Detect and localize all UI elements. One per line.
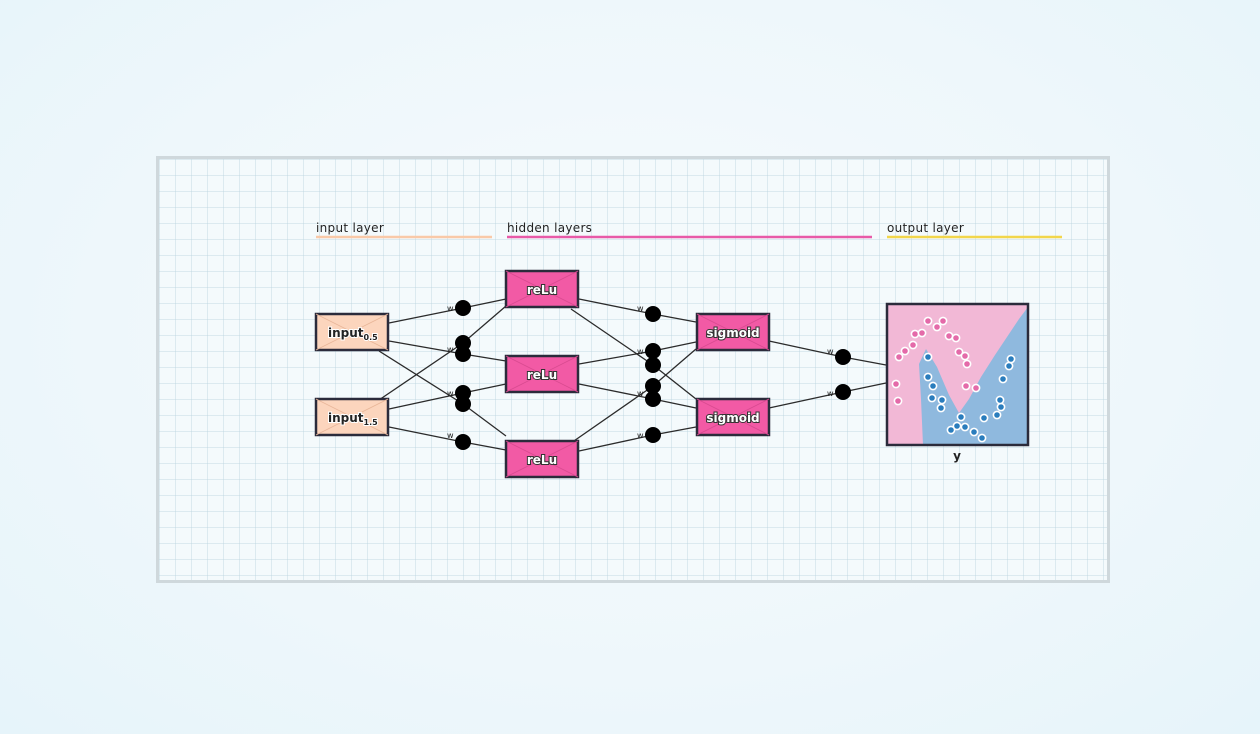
blue-data-point [956, 412, 966, 422]
weight-label: w [447, 431, 454, 440]
pink-data-point [893, 396, 903, 406]
sigmoid-label: sigmoid [706, 411, 759, 425]
relu-label: reLu [527, 368, 557, 382]
weight-dots [455, 300, 851, 450]
connections [378, 298, 887, 452]
weight-node [455, 300, 471, 316]
sigmoid-label: sigmoid [706, 326, 759, 340]
layer-header-hidden: hidden layers [507, 221, 872, 239]
pink-data-point [900, 346, 910, 356]
weight-label: w [637, 431, 644, 440]
weight-node [835, 384, 851, 400]
pink-data-point [894, 352, 904, 362]
output-plot-frame [885, 302, 1030, 447]
weight-label: w [447, 389, 454, 398]
blue-data-point [923, 352, 933, 362]
diagram-panel: input layer hidden layers output layer w… [156, 156, 1110, 583]
blue-data-point [998, 374, 1008, 384]
hidden-layers-label: hidden layers [507, 221, 592, 235]
weight-node [455, 396, 471, 412]
weight-node [645, 357, 661, 373]
pink-data-point [938, 316, 948, 326]
output-plot: y [885, 302, 1030, 463]
neural-network-diagram: input layer hidden layers output layer w… [314, 221, 1062, 479]
edge [378, 350, 507, 437]
blue-data-point [952, 421, 962, 431]
output-label: y [953, 449, 961, 463]
pink-data-point [960, 351, 970, 361]
pink-data-point [910, 329, 920, 339]
pink-data-point [951, 333, 961, 343]
weight-node [645, 343, 661, 359]
blue-data-point [936, 403, 946, 413]
relu-node-1: reLu [504, 354, 580, 394]
pink-data-point [944, 331, 954, 341]
blue-data-point [969, 427, 979, 437]
relu-label: reLu [527, 453, 557, 467]
pink-data-point [961, 381, 971, 391]
relu-label: reLu [527, 283, 557, 297]
weight-node [455, 434, 471, 450]
blue-data-point [992, 410, 1002, 420]
weight-label: w [637, 389, 644, 398]
relu-node-2: reLu [504, 439, 580, 479]
input-node-label: input1.5 [328, 411, 378, 427]
blue-data-point [1006, 354, 1016, 364]
pink-data-point [908, 340, 918, 350]
weight-label: w [637, 347, 644, 356]
blue-data-point [996, 402, 1006, 412]
blue-data-point [927, 393, 937, 403]
input-layer-label: input layer [316, 221, 384, 235]
blue-data-point [960, 422, 970, 432]
input-node-label: input0.5 [328, 326, 378, 342]
weight-label: w [827, 389, 834, 398]
input-node-1: input1.5 [314, 397, 390, 437]
blue-data-point [946, 425, 956, 435]
pink-data-point [971, 383, 981, 393]
weight-label: w [447, 304, 454, 313]
weight-node [645, 306, 661, 322]
blue-data-point [937, 395, 947, 405]
input-node-0: input0.5 [314, 312, 390, 352]
data-points [891, 316, 1016, 443]
pink-data-point [891, 379, 901, 389]
weight-node [455, 385, 471, 401]
layer-header-output: output layer [887, 221, 1062, 239]
weight-node [455, 335, 471, 351]
edge [378, 305, 507, 401]
weight-label: w [637, 304, 644, 313]
weight-node [455, 346, 471, 362]
blue-data-point [1004, 361, 1014, 371]
sigmoid-node-0: sigmoid [695, 312, 771, 352]
sigmoid-node-1: sigmoid [695, 397, 771, 437]
blue-data-point [995, 395, 1005, 405]
pink-data-point [962, 359, 972, 369]
pink-data-point [932, 322, 942, 332]
edge [570, 348, 697, 444]
weight-node [645, 391, 661, 407]
weight-node [835, 349, 851, 365]
pink-data-point [923, 316, 933, 326]
relu-node-0: reLu [504, 269, 580, 309]
output-layer-label: output layer [887, 221, 964, 235]
blue-data-point [923, 372, 933, 382]
weight-label: w [827, 347, 834, 356]
weight-label: w [447, 345, 454, 354]
weight-labels: w w w w w w w w w w [447, 304, 834, 440]
weight-node [645, 378, 661, 394]
blue-data-point [977, 433, 987, 443]
weight-node [645, 427, 661, 443]
blue-data-point [979, 413, 989, 423]
pink-data-point [917, 328, 927, 338]
blue-data-point [928, 381, 938, 391]
pink-data-point [954, 347, 964, 357]
layer-header-input: input layer [316, 221, 492, 239]
